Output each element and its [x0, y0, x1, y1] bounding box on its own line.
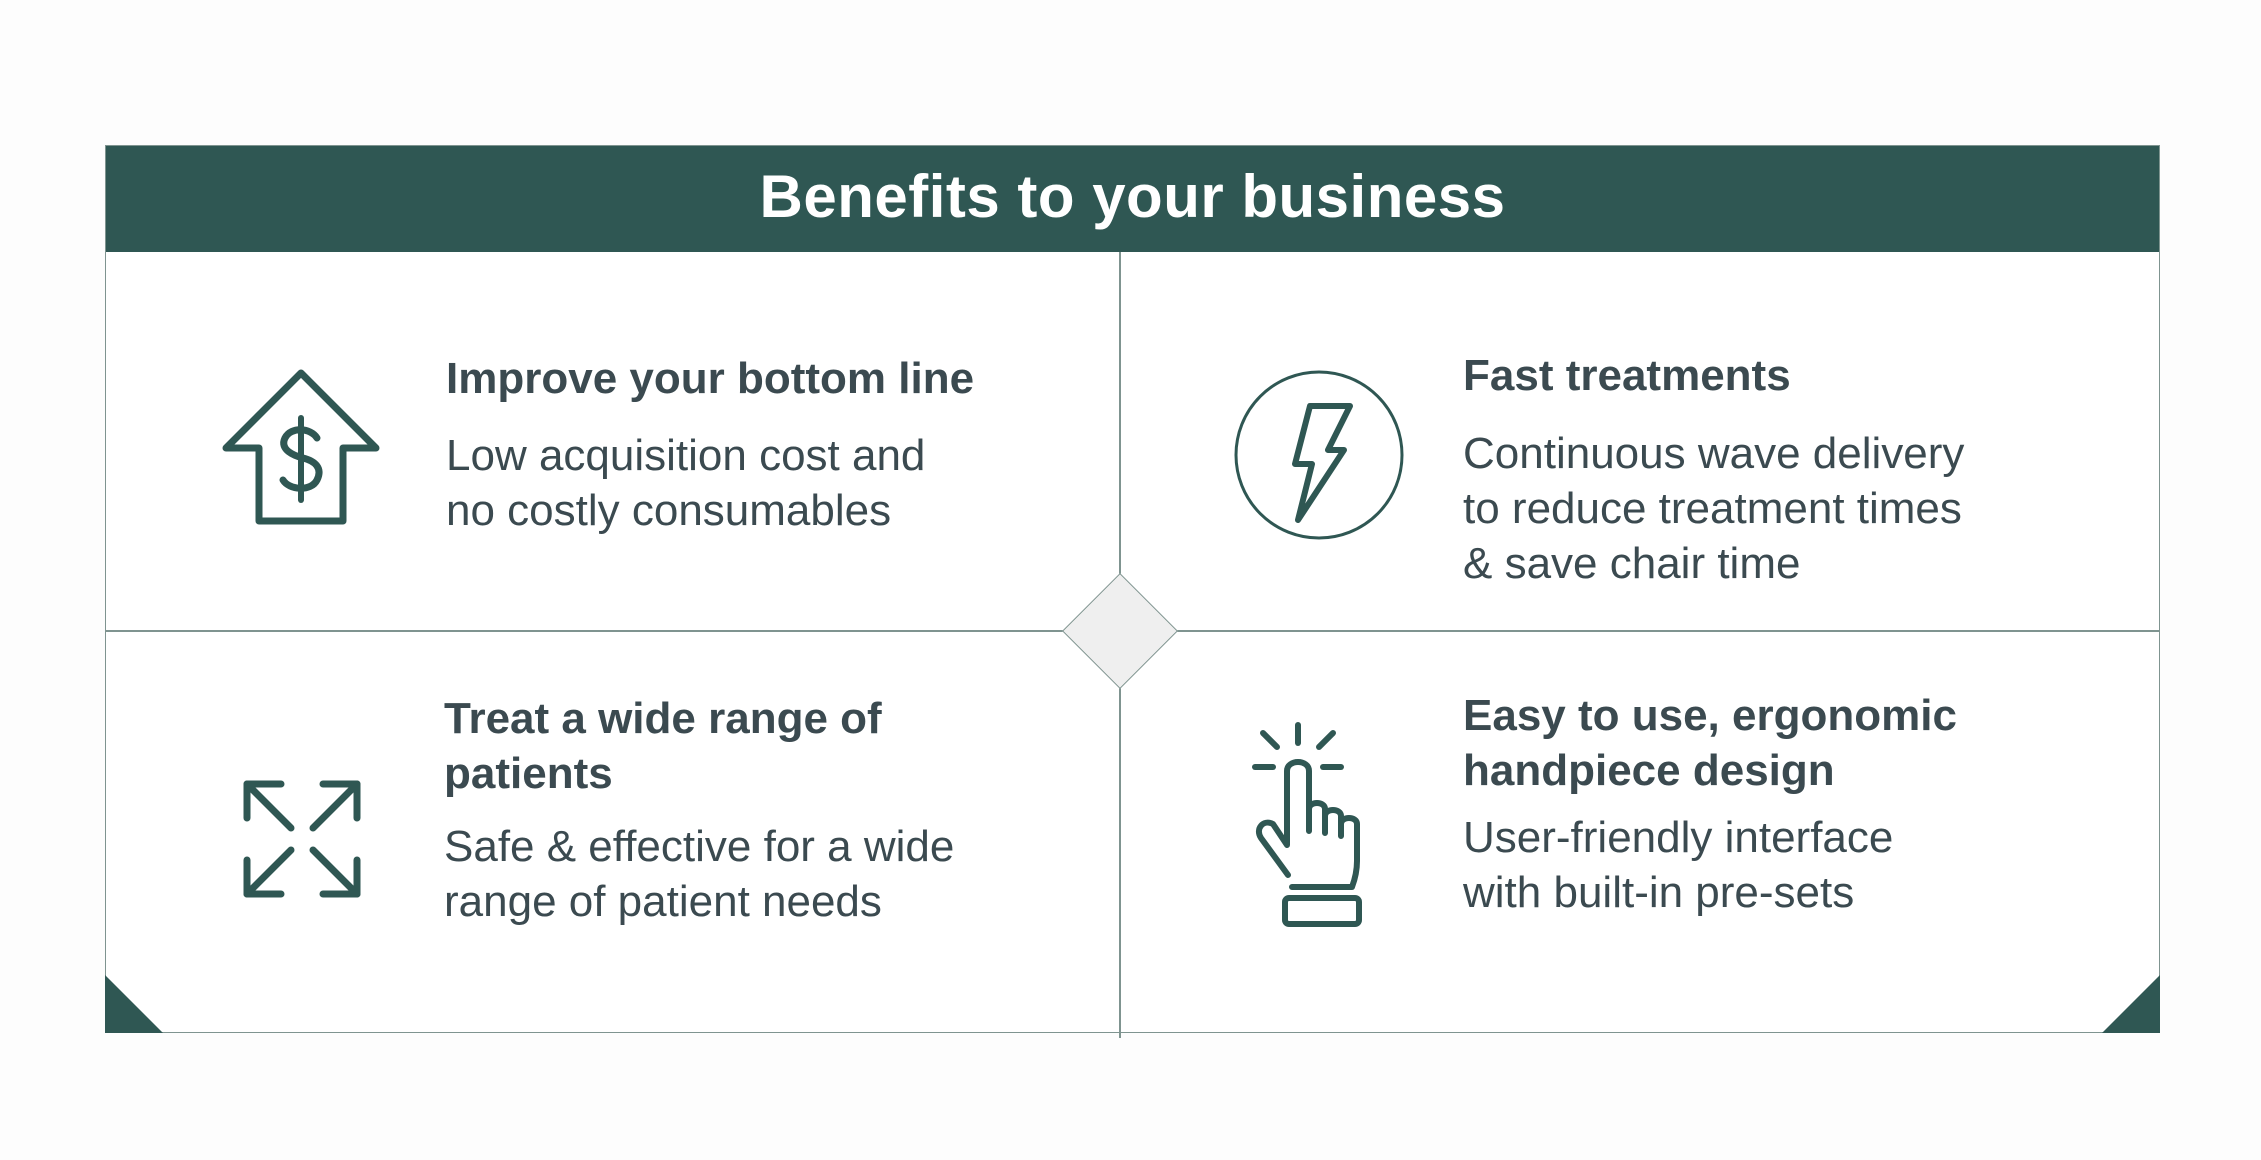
- expand-arrows-icon: [239, 776, 365, 907]
- benefit-description: Low acquisition cost and no costly consu…: [446, 428, 974, 538]
- benefit-desc-line: no costly consumables: [446, 486, 892, 535]
- benefit-title: Fast treatments: [1463, 348, 1964, 403]
- house-dollar-icon: [221, 368, 381, 531]
- benefit-desc-line: with built-in pre-sets: [1463, 868, 1855, 917]
- benefit-desc-line: to reduce treatment times: [1463, 484, 1962, 533]
- benefit-desc-line: User-friendly interface: [1463, 813, 1894, 862]
- benefit-card-4: Easy to use, ergonomic handpiece design …: [1463, 688, 1957, 920]
- page-title: Benefits to your business: [759, 162, 1506, 230]
- benefit-desc-line: Low acquisition cost and: [446, 431, 926, 480]
- benefit-title: Treat a wide range of patients: [444, 691, 954, 801]
- benefit-card-2: Fast treatments Continuous wave delivery…: [1463, 348, 1964, 591]
- benefit-desc-line: & save chair time: [1463, 539, 1801, 588]
- benefit-title-line: handpiece design: [1463, 746, 1835, 795]
- corner-accent-left: [105, 975, 163, 1033]
- benefit-title-line: patients: [444, 749, 613, 798]
- benefit-desc-line: Safe & effective for a wide: [444, 822, 955, 871]
- corner-accent-right: [2102, 975, 2160, 1033]
- benefit-title-line: Treat a wide range of: [444, 694, 882, 743]
- benefit-card-3: Treat a wide range of patients Safe & ef…: [444, 691, 954, 929]
- benefit-card-1: Improve your bottom line Low acquisition…: [446, 351, 974, 538]
- center-diamond: [1062, 573, 1178, 689]
- header-bar: Benefits to your business: [106, 146, 2159, 252]
- benefit-description: Continuous wave delivery to reduce treat…: [1463, 426, 1964, 591]
- benefit-desc-line: range of patient needs: [444, 877, 882, 926]
- benefit-title-line: Fast treatments: [1463, 351, 1791, 400]
- lightning-circle-icon: [1232, 368, 1406, 547]
- benefit-title: Easy to use, ergonomic handpiece design: [1463, 688, 1957, 798]
- benefit-desc-line: Continuous wave delivery: [1463, 429, 1965, 478]
- benefit-description: User-friendly interface with built-in pr…: [1463, 810, 1957, 920]
- benefits-panel: Benefits to your business Improve your b…: [105, 145, 2160, 1038]
- benefit-title: Improve your bottom line: [446, 351, 974, 406]
- benefit-title-line: Improve your bottom line: [446, 354, 975, 403]
- tap-hand-icon: [1251, 721, 1391, 936]
- benefit-title-line: Easy to use, ergonomic: [1463, 691, 1957, 740]
- benefit-description: Safe & effective for a wide range of pat…: [444, 819, 954, 929]
